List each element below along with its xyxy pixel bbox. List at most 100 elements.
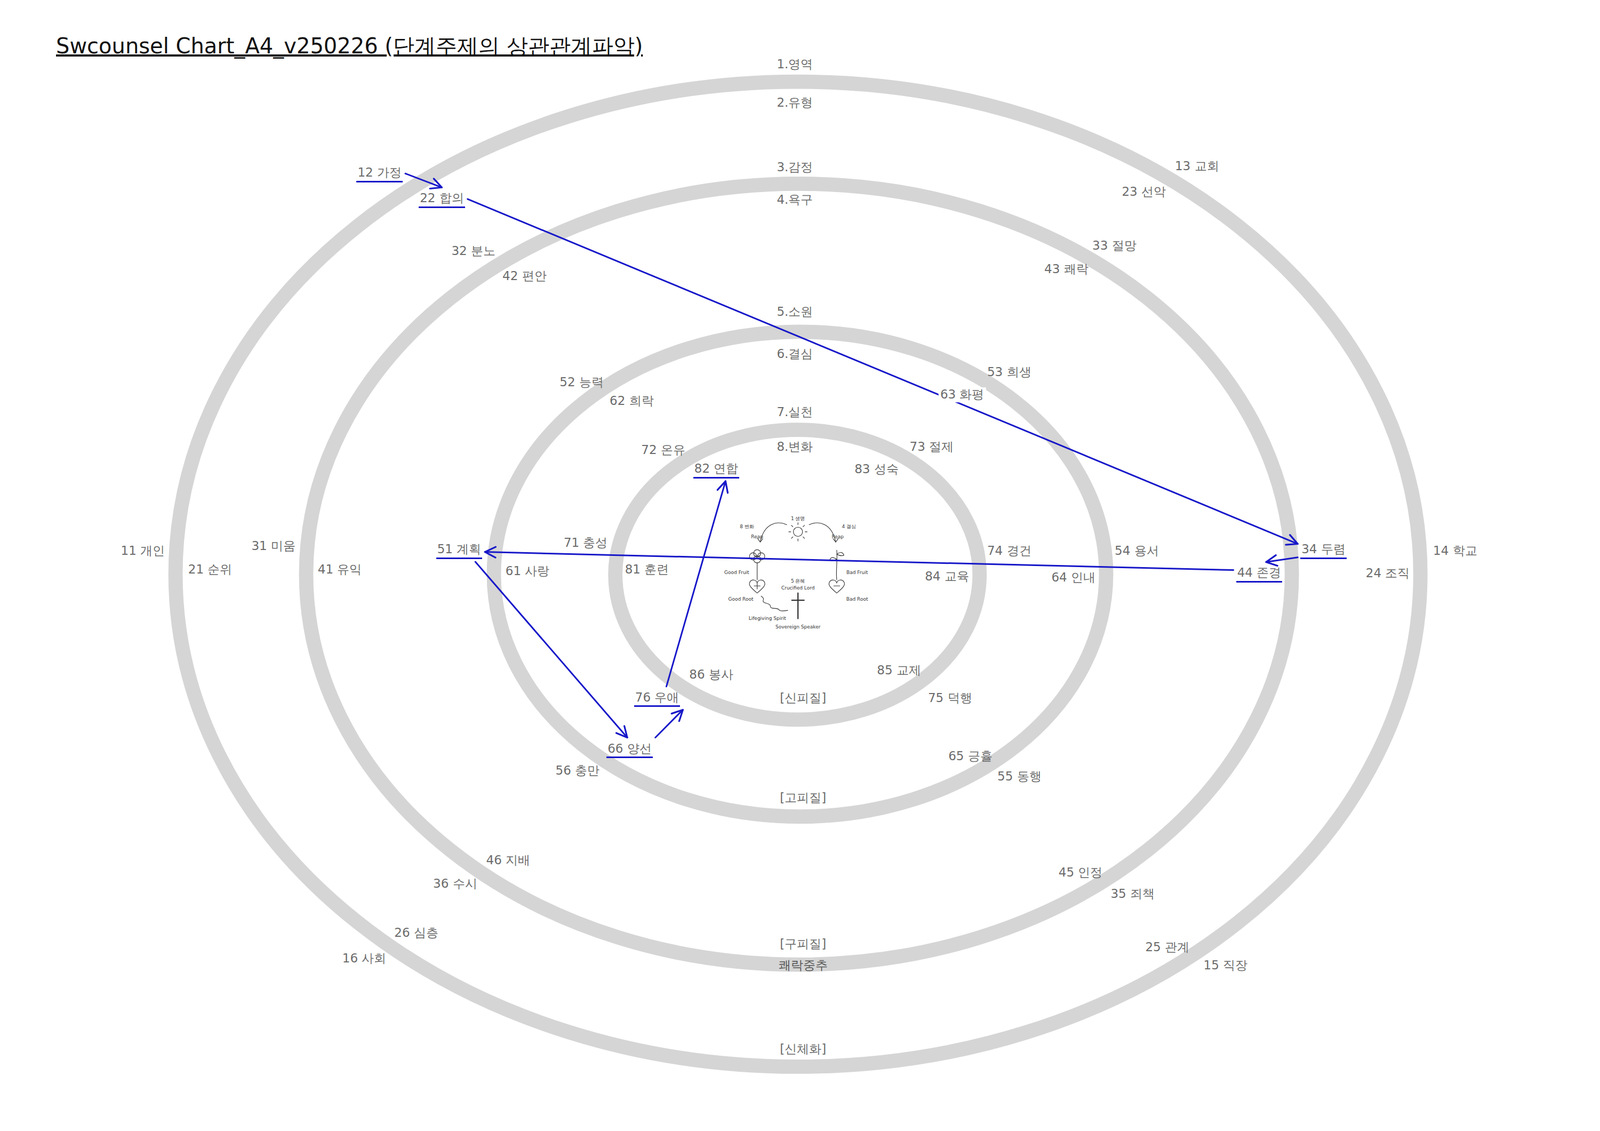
stage-label: 3.감정 [776,160,813,175]
topic-text: 51 계획 [437,541,482,556]
blue-arrow [405,173,442,188]
illustration-label: Good Fruit [724,569,750,576]
sun-rays [788,522,807,541]
stage-label: [신피질] [779,690,827,706]
stage-label: 72 온유 [641,442,686,458]
stage-label: 81 훈련 [623,562,671,578]
stage-label: 26 심층 [394,925,439,941]
blue-arrow [475,561,628,738]
third-ring [493,331,1107,817]
outer-ring [175,81,1421,1067]
illustration-label: Reap [831,533,844,540]
stage-label: 71 충성 [562,535,610,551]
illustration-label: Crucified Lord [781,585,815,591]
stage-label: [구피질] [779,936,827,952]
stage-label: 84 교육 [923,569,971,584]
linked-topic: 44 존경 [1236,564,1283,583]
minus-sign [833,585,840,587]
stage-label: 83 성숙 [854,461,899,477]
stage-label: 16 사회 [342,950,387,966]
topic-text: 12 가정 [357,165,402,180]
sun-symbol [793,526,803,536]
stage-label: 1.영역 [776,57,813,72]
spirit-wave [761,595,788,611]
illustration-label: Good Root [728,596,754,603]
second-ring [306,183,1292,965]
stage-label: 75 덕행 [928,690,973,706]
illustration-label: 1 생명 [790,515,806,522]
stage-label: 85 교제 [876,662,922,678]
illustration-label: 8 변화 [739,523,755,530]
illustration-label: Reap [750,533,764,540]
illustration-label: Lifegiving Spirit [748,615,787,622]
sprout-symbol [829,549,844,580]
stage-label: 74 경건 [985,543,1034,559]
stage-label: 43 쾌락 [1044,261,1089,277]
stage-label: 6.결심 [774,346,815,362]
stage-label: 46 지배 [486,852,531,868]
stage-label: 23 선악 [1121,184,1166,200]
stage-label: 15 직장 [1203,957,1248,973]
stage-label: 41 유익 [317,562,363,578]
topic-text: 44 존경 [1237,565,1282,580]
topic-text: 82 연합 [694,461,739,476]
linked-topic: 34 두렴 [1300,540,1347,559]
cross-symbol [792,593,805,619]
stage-label: 8.변화 [776,439,813,455]
illustration-label: 5 은혜 [790,577,806,584]
blue-arrow [467,198,1298,544]
linked-topic: 12 가정 [356,164,403,183]
stage-label: 55 동행 [997,769,1042,784]
stage-label: 42 편안 [502,269,547,285]
good-heart [749,579,765,594]
stage-label: 54 용서 [1113,543,1161,559]
linked-topic: 76 우애 [634,689,681,708]
tree-symbol [749,549,765,580]
illustration-label: Bad Root [846,596,869,603]
stage-label: 24 조직 [1365,565,1411,581]
stage-label: 86 봉사 [689,667,734,683]
stage-label: 5.소원 [774,305,815,320]
illustration-label: Sovereign Speaker [775,623,821,630]
linked-topic: 66 양선 [606,740,653,759]
topic-text: 76 우애 [635,690,680,704]
stage-label: 쾌락중추 [778,957,828,973]
stage-label: 62 희락 [609,393,654,409]
stage-label: 64 인내 [1049,570,1098,586]
stage-label: [신체화] [779,1041,827,1057]
chart-title: Swcounsel Chart_A4_v250226 (단계주제의 상관관계파악… [56,33,643,59]
stage-label: 73 절제 [909,439,955,455]
stage-label: 45 인정 [1058,865,1103,880]
stage-label: 56 충만 [555,763,600,779]
stage-label: 14 학교 [1433,543,1478,559]
stage-label: 4.욕구 [776,192,813,208]
illustration-label: Bad Fruit [846,569,868,576]
blue-arrow [655,709,684,738]
stage-label: 65 긍휼 [948,748,993,764]
stage-label: 36 수시 [433,876,478,892]
topic-text: 34 두렴 [1301,541,1346,556]
topic-text: 66 양선 [607,741,652,756]
stage-label: 52 능력 [559,375,604,391]
stage-label: 2.유형 [776,95,813,111]
stage-label: 61 사랑 [504,564,552,580]
stage-label: 7.실천 [776,404,813,420]
stage-label: 35 죄책 [1110,886,1155,902]
reap-arrow [760,522,787,542]
blue-arrow [666,481,726,687]
linked-topic: 82 연합 [693,460,740,479]
topic-text: 22 합의 [419,190,464,205]
stage-label: [고피질] [779,790,827,806]
stage-label: 32 분노 [451,243,496,259]
stage-label: 21 순위 [188,562,233,578]
stage-label: 11 개인 [121,543,166,559]
stage-label: 31 미움 [251,538,296,554]
linked-topic: 22 합의 [418,189,466,208]
illustration-label: 4 결심 [842,523,857,530]
linked-topic: 51 계획 [436,540,483,559]
stage-label: 13 교회 [1174,158,1220,174]
stage-label: 25 관계 [1145,939,1190,955]
blue-arrow [1266,557,1298,563]
bad-heart [828,579,845,594]
